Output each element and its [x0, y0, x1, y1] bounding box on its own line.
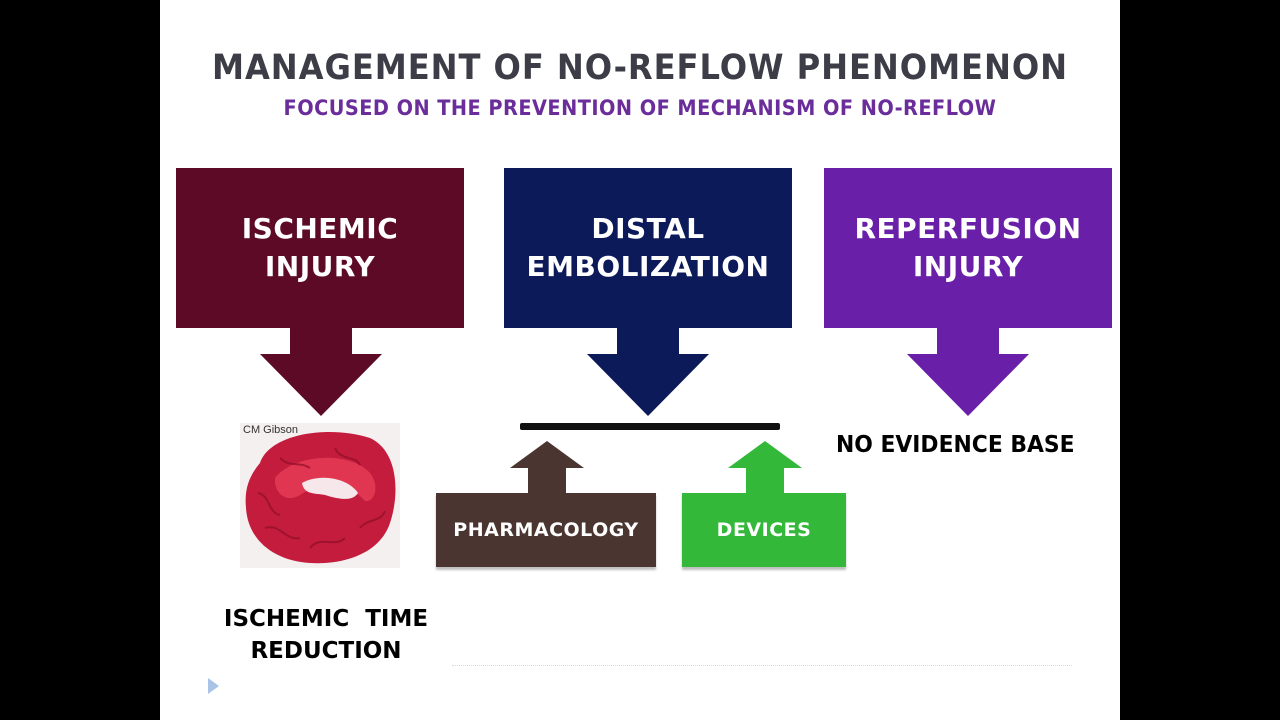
- devices-box: DEVICES: [682, 493, 846, 567]
- pharmacology-box: PHARMACOLOGY: [436, 493, 656, 567]
- ischemic-time-reduction-label: ISCHEMIC TIME REDUCTION: [210, 603, 442, 667]
- box-ischemic-injury: ISCHEMIC INJURY: [176, 168, 464, 328]
- arrow-up-devices-icon: [728, 441, 802, 496]
- arrow-down-reperfusion-icon: [907, 327, 1029, 416]
- box-reperfusion-injury-line2: INJURY: [912, 250, 1024, 283]
- arrow-down-embolization-icon: [587, 327, 709, 416]
- ischemic-time-line1: ISCHEMIC TIME: [223, 606, 429, 632]
- image-credit: CM Gibson: [243, 424, 299, 436]
- arrow-down-ischemic-icon: [260, 327, 382, 416]
- slide-title: MANAGEMENT OF NO-REFLOW PHENOMENON: [211, 48, 1069, 88]
- box-ischemic-injury-line2: INJURY: [264, 250, 376, 283]
- box-reperfusion-injury-line1: REPERFUSION: [854, 212, 1082, 245]
- box-distal-embolization-line1: DISTAL: [591, 212, 705, 245]
- arrow-up-pharmacology-icon: [510, 441, 584, 496]
- box-distal-embolization: DISTAL EMBOLIZATION: [504, 168, 792, 328]
- play-triangle-icon[interactable]: [208, 678, 219, 694]
- box-ischemic-injury-line1: ISCHEMIC: [241, 212, 399, 245]
- box-reperfusion-injury: REPERFUSION INJURY: [824, 168, 1112, 328]
- dotted-footer-line: [452, 665, 1072, 666]
- no-evidence-label: NO EVIDENCE BASE: [836, 432, 1075, 458]
- ischemic-time-line2: REDUCTION: [250, 638, 402, 664]
- heart-tissue-image: [240, 423, 400, 568]
- divider-bar: [520, 423, 780, 430]
- slide-subtitle: FOCUSED ON THE PREVENTION OF MECHANISM O…: [283, 96, 997, 120]
- slide: MANAGEMENT OF NO-REFLOW PHENOMENON FOCUS…: [160, 0, 1120, 720]
- box-distal-embolization-line2: EMBOLIZATION: [526, 250, 770, 283]
